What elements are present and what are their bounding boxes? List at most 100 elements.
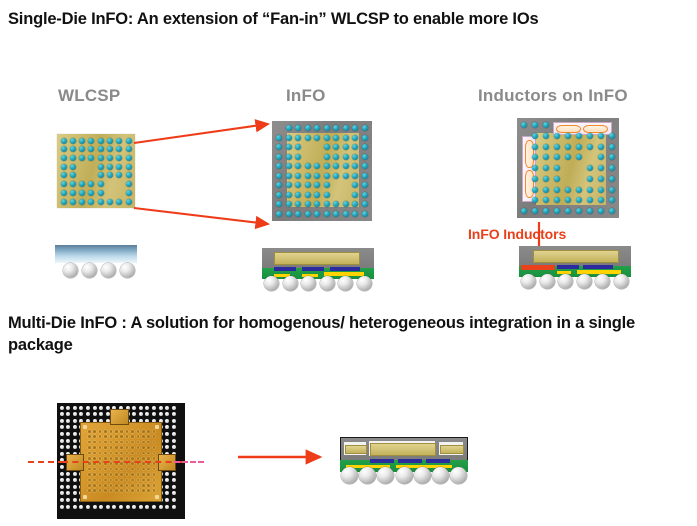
substrate-ball xyxy=(66,491,71,496)
info-bump xyxy=(285,153,292,160)
wlcsp-bump xyxy=(69,189,76,196)
info-bump xyxy=(314,163,321,170)
inductors-bump xyxy=(532,143,538,150)
die-microbump xyxy=(147,467,150,471)
wlcsp-bump xyxy=(125,146,132,153)
wlcsp-bump xyxy=(106,198,113,205)
info-bump xyxy=(295,153,302,160)
info-bump xyxy=(362,211,368,217)
multi-die-heading: Multi-Die InFO : A solution for homogeno… xyxy=(8,314,635,354)
substrate-ball xyxy=(72,497,77,503)
substrate-ball xyxy=(59,451,64,456)
die-microbump xyxy=(88,484,91,487)
die-microbump xyxy=(115,446,118,449)
info-bump xyxy=(285,191,292,198)
die-microbump xyxy=(88,430,91,433)
die-microbump xyxy=(125,446,129,449)
die-microbump xyxy=(147,473,150,476)
info-bump xyxy=(304,172,311,179)
ind-xs-die xyxy=(533,250,619,263)
ind-xs-trace-yellow-2 xyxy=(577,270,621,274)
die-microbump xyxy=(88,478,91,482)
substrate-ball xyxy=(165,484,170,489)
substrate-ball xyxy=(171,425,176,430)
substrate-ball xyxy=(59,445,64,450)
substrate-ball xyxy=(158,418,163,423)
info-bump xyxy=(342,144,349,151)
substrate-ball xyxy=(165,418,170,423)
info-bump xyxy=(362,144,368,151)
die-microbump xyxy=(125,430,129,433)
inductors-bump xyxy=(598,175,604,182)
wlcsp-bump xyxy=(79,154,86,161)
info-bump xyxy=(362,201,368,208)
info-bump xyxy=(352,191,359,198)
die-microbump xyxy=(142,462,145,465)
multi-xs-die-right xyxy=(440,445,464,454)
die-microbump xyxy=(152,430,156,433)
info-bump xyxy=(333,144,340,151)
multi-xs-trace-yellow-1 xyxy=(346,465,390,468)
substrate-ball xyxy=(72,491,77,496)
inductors-solder-ball xyxy=(595,274,610,289)
info-xs-trace-yellow-1 xyxy=(274,274,290,277)
wlcsp-solder-ball xyxy=(101,263,116,278)
die-microbump xyxy=(142,478,145,482)
info-bump xyxy=(362,172,368,179)
info-solder-ball xyxy=(282,276,298,291)
die-microbump xyxy=(93,457,96,460)
die-microbump xyxy=(115,467,118,471)
wlcsp-bump xyxy=(60,181,67,188)
substrate-ball xyxy=(138,504,143,509)
die-microbump xyxy=(93,467,96,471)
wlcsp-bump xyxy=(97,189,104,196)
inductors-bump xyxy=(587,143,593,150)
substrate-ball xyxy=(171,491,176,496)
substrate-ball xyxy=(171,478,176,483)
inductors-bump xyxy=(598,132,604,139)
die-microbump xyxy=(98,467,102,471)
info-bump xyxy=(295,125,302,131)
info-bump xyxy=(352,211,359,217)
info-bump xyxy=(304,125,311,131)
substrate-ball xyxy=(92,504,97,509)
substrate-ball xyxy=(132,418,137,423)
wlcsp-bump xyxy=(116,137,123,144)
die-microbump xyxy=(152,446,156,449)
inductors-bump xyxy=(598,208,604,214)
multi-xs-trace-blue-3 xyxy=(426,459,450,463)
info-bump xyxy=(314,125,321,131)
substrate-ball xyxy=(125,405,130,410)
ind-xs-rdl-green xyxy=(519,266,631,277)
wlcsp-bump xyxy=(79,198,86,205)
info-bump xyxy=(304,163,311,170)
die-microbump xyxy=(88,473,91,476)
die-microbump xyxy=(88,446,91,449)
wlcsp-solder-balls xyxy=(55,261,137,283)
info-bump xyxy=(285,125,292,131)
info-bump xyxy=(295,211,302,217)
inductors-bump xyxy=(565,132,571,139)
substrate-ball xyxy=(99,504,104,509)
info-bump xyxy=(276,134,282,141)
die-microbump xyxy=(115,462,118,465)
wlcsp-bump xyxy=(60,189,67,196)
die-microbump xyxy=(131,462,134,465)
wlcsp-bump xyxy=(116,198,123,205)
wlcsp-bump xyxy=(88,181,95,188)
wlcsp-bump xyxy=(116,163,123,170)
info-bump xyxy=(323,172,330,179)
die-microbump xyxy=(120,489,123,492)
inductors-solder-ball xyxy=(576,274,592,289)
substrate-ball xyxy=(145,418,150,423)
substrate-ball xyxy=(118,504,124,509)
die-microbump xyxy=(88,451,91,455)
inductors-bump xyxy=(565,154,571,161)
substrate-ball xyxy=(165,497,170,503)
inductors-bump xyxy=(554,186,560,193)
substrate-ball xyxy=(125,504,130,509)
die-microbump xyxy=(88,462,91,465)
wlcsp-bump xyxy=(116,146,123,153)
die-microbump xyxy=(152,462,156,465)
info-bump xyxy=(295,201,302,208)
